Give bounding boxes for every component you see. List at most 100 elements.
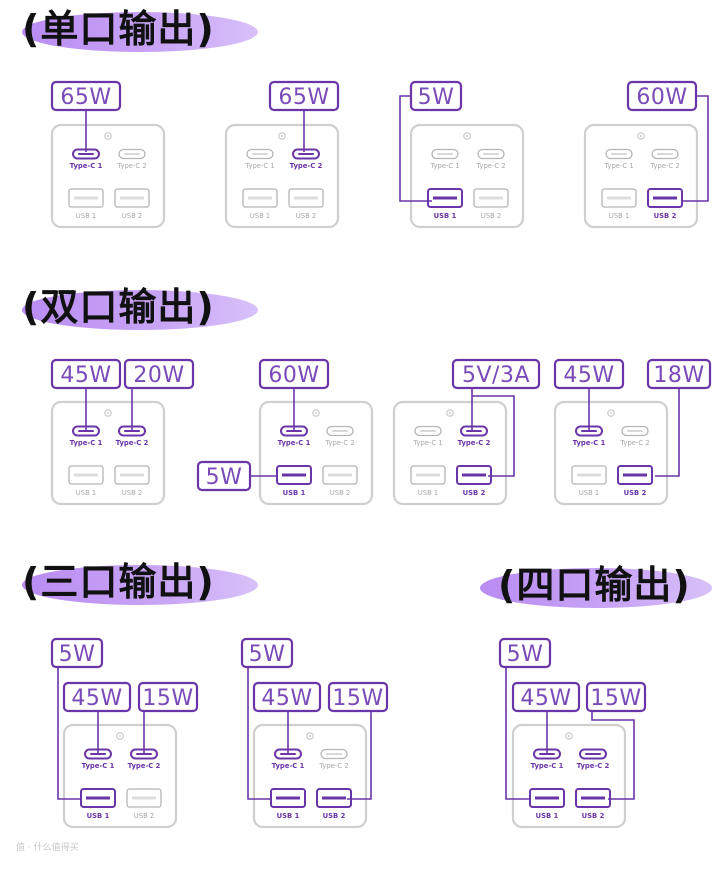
power-rating-box (50, 80, 122, 112)
power-indicator-icon (463, 132, 471, 140)
port-label: Type-C 2 (116, 439, 149, 447)
power-indicator-icon (116, 732, 124, 740)
type-c-port-tongue (627, 430, 643, 432)
device-body (50, 123, 166, 229)
port-label: Type-C 1 (429, 162, 459, 170)
port-label: USB 2 (481, 212, 501, 220)
usb-a-port-tongue (322, 796, 346, 800)
port-label: USB 1 (76, 212, 96, 220)
usb-a-port-tongue (416, 473, 440, 477)
power-rating-label: 5V/3A (462, 363, 530, 388)
power-connector-line (247, 667, 272, 800)
power-rating-label: 45W (261, 686, 312, 711)
port-label: USB 2 (654, 212, 677, 220)
power-rating-box (327, 681, 389, 713)
power-rating-label: 5W (507, 642, 544, 667)
usb-a-port-tongue (328, 473, 352, 477)
port-label: USB 1 (87, 812, 110, 820)
port-label: Type-C 1 (603, 162, 633, 170)
power-rating-label: 65W (278, 85, 329, 110)
port-label: Type-C 1 (573, 439, 606, 447)
port-label: USB 1 (277, 812, 300, 820)
power-rating-box (258, 358, 330, 390)
device-body (392, 400, 508, 506)
power-connector-line (399, 95, 432, 202)
power-rating-label: 45W (520, 686, 571, 711)
usb-a-port-tongue (433, 196, 457, 200)
port-label: Type-C 2 (318, 762, 348, 770)
power-rating-box (646, 358, 712, 390)
power-rating-label: 5W (206, 465, 243, 490)
power-rating-label: 45W (563, 363, 614, 388)
usb-a-port-tongue (74, 473, 98, 477)
power-rating-box (62, 681, 132, 713)
power-indicator-dot (568, 735, 570, 737)
power-rating-box (196, 460, 252, 492)
port-label: USB 2 (463, 489, 486, 497)
port-label: Type-C 2 (458, 439, 491, 447)
usb-a-port-tongue (276, 796, 300, 800)
power-indicator-icon (312, 409, 320, 417)
port-label: USB 2 (122, 212, 142, 220)
power-rating-box (240, 637, 294, 669)
usb-a-port-tongue (535, 796, 559, 800)
power-rating-box (137, 681, 199, 713)
power-rating-box (50, 358, 122, 390)
power-rating-box (409, 80, 463, 112)
power-connector-line (57, 667, 82, 800)
port-label: USB 1 (609, 212, 629, 220)
port-label: USB 1 (579, 489, 599, 497)
heading-highlight (22, 565, 258, 605)
type-c-port-tongue (466, 430, 482, 432)
port-label: Type-C 2 (116, 162, 146, 170)
port-label: Type-C 1 (272, 762, 305, 770)
power-indicator-icon (278, 132, 286, 140)
type-c-port-tongue (420, 430, 436, 432)
power-rating-box (585, 681, 647, 713)
usb-a-port-tongue (294, 196, 318, 200)
port-label: USB 2 (296, 212, 316, 220)
power-connector-line (505, 667, 530, 800)
usb-a-port-tongue (120, 473, 144, 477)
usb-a-port-tongue (120, 196, 144, 200)
type-c-port-tongue (78, 153, 94, 155)
power-rating-box (498, 637, 552, 669)
usb-a-port-tongue (86, 796, 110, 800)
device-body (50, 400, 166, 506)
power-connector-line (347, 711, 372, 800)
port-label: Type-C 1 (70, 439, 103, 447)
power-indicator-dot (466, 135, 468, 137)
power-rating-label: 45W (71, 686, 122, 711)
device-body (409, 123, 525, 229)
type-c-port-tongue (437, 153, 453, 155)
power-rating-box (268, 80, 340, 112)
power-rating-label: 15W (590, 686, 641, 711)
power-rating-label: 15W (142, 686, 193, 711)
usb-a-port-tongue (479, 196, 503, 200)
power-rating-box (123, 358, 195, 390)
port-label: Type-C 2 (128, 762, 161, 770)
port-label: Type-C 1 (82, 762, 115, 770)
power-rating-label: 15W (332, 686, 383, 711)
port-label: Type-C 2 (324, 439, 354, 447)
power-rating-box (50, 637, 104, 669)
port-label: Type-C 1 (244, 162, 274, 170)
usb-a-port-tongue (607, 196, 631, 200)
usb-a-port-tongue (74, 196, 98, 200)
port-label: Type-C 1 (70, 162, 103, 170)
charger-device: Type-C 1 Type-C 2 USB 1 USB 2 (50, 123, 166, 229)
power-indicator-icon (607, 409, 615, 417)
port-label: Type-C 1 (412, 439, 442, 447)
power-connector-line (655, 388, 680, 477)
device-body (252, 723, 368, 829)
section-title: (单口输出) (22, 7, 215, 51)
heading-highlight (480, 568, 712, 608)
port-label: USB 1 (434, 212, 457, 220)
power-indicator-dot (640, 135, 642, 137)
